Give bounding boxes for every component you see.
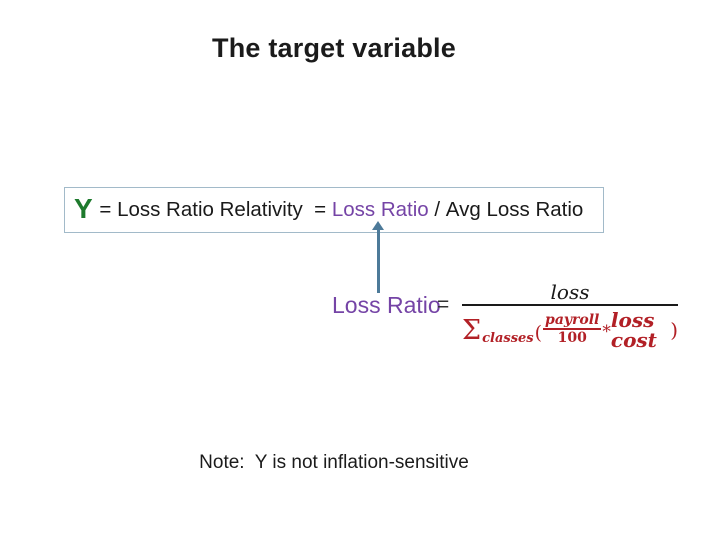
formula-lhs-loss-ratio: Loss Ratio [332, 292, 441, 318]
fraction-denominator: Σ classes ( payroll 100 * loss cost ) [462, 304, 678, 352]
up-arrow-connector-line [377, 229, 380, 293]
loss-ratio-fraction: loss Σ classes ( payroll 100 * loss cost… [462, 280, 678, 352]
slide-title: The target variable [212, 33, 456, 63]
payroll-over-100-fraction: payroll 100 [543, 312, 602, 346]
loss-ratio-highlight: Loss Ratio [331, 198, 429, 221]
y-symbol: Y [74, 193, 93, 224]
formula-equals-sign: = [437, 293, 450, 316]
sigma-subscript: classes [482, 330, 534, 346]
avg-loss-ratio-label: Avg Loss Ratio [445, 198, 584, 221]
division-slash: / [428, 198, 446, 221]
inner-fraction-numerator: payroll [543, 312, 602, 330]
slide-note: Note: Y is not inflation-sensitive [199, 452, 469, 473]
equals-sign-2: = [302, 198, 332, 221]
equation-box: Y = Loss Ratio Relativity = Loss Ratio /… [64, 187, 604, 233]
equals-sign-1: = [93, 198, 118, 221]
up-arrow-icon [372, 221, 384, 230]
open-parenthesis: ( [534, 321, 543, 344]
multiplication-sign: * [602, 321, 611, 342]
loss-ratio-relativity-label: Loss Ratio Relativity [117, 198, 303, 221]
close-parenthesis: ) [670, 318, 678, 342]
loss-cost-label: loss cost [610, 308, 657, 352]
inner-fraction-denominator: 100 [557, 330, 587, 346]
sigma-symbol: Σ [462, 314, 482, 346]
fraction-numerator: loss [550, 280, 590, 304]
